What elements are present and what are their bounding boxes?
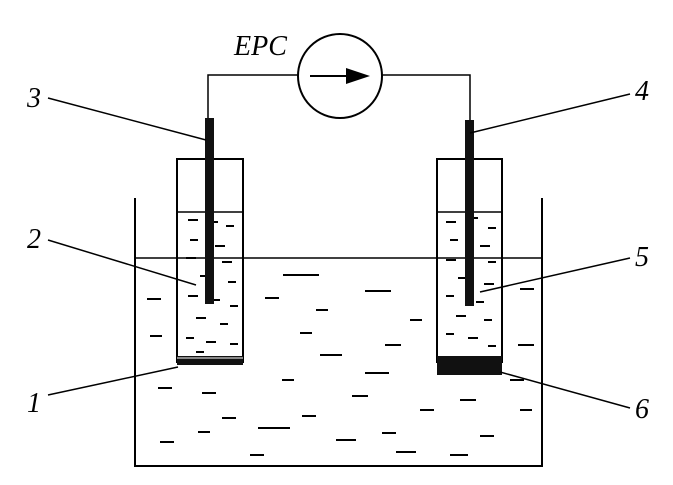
leader-4: [469, 93, 631, 134]
callout-3: 3: [26, 83, 41, 114]
leader-5: [479, 257, 631, 293]
callout-2: 2: [27, 224, 41, 255]
epc-label: EPC: [233, 31, 287, 62]
outer-vessel: [134, 198, 543, 467]
right-tube-liquid-hatching: [446, 217, 496, 347]
callout-4: 4: [635, 76, 649, 107]
arrow-right-icon: [346, 68, 370, 84]
outer-liquid-hatching: [147, 274, 534, 456]
left-electrode: [205, 118, 214, 304]
right-membrane: [437, 356, 502, 375]
leader-3: [47, 97, 207, 141]
left-tube-liquid-hatching: [186, 219, 238, 353]
leader-6: [499, 371, 631, 409]
right-wire: [382, 74, 471, 120]
left-wire: [207, 74, 298, 118]
callout-1: 1: [27, 388, 41, 419]
leader-1: [47, 366, 179, 396]
callout-6: 6: [635, 394, 649, 425]
leader-2: [47, 239, 197, 286]
callout-5: 5: [635, 242, 649, 273]
right-electrode: [465, 120, 474, 306]
left-membrane: [177, 356, 243, 365]
